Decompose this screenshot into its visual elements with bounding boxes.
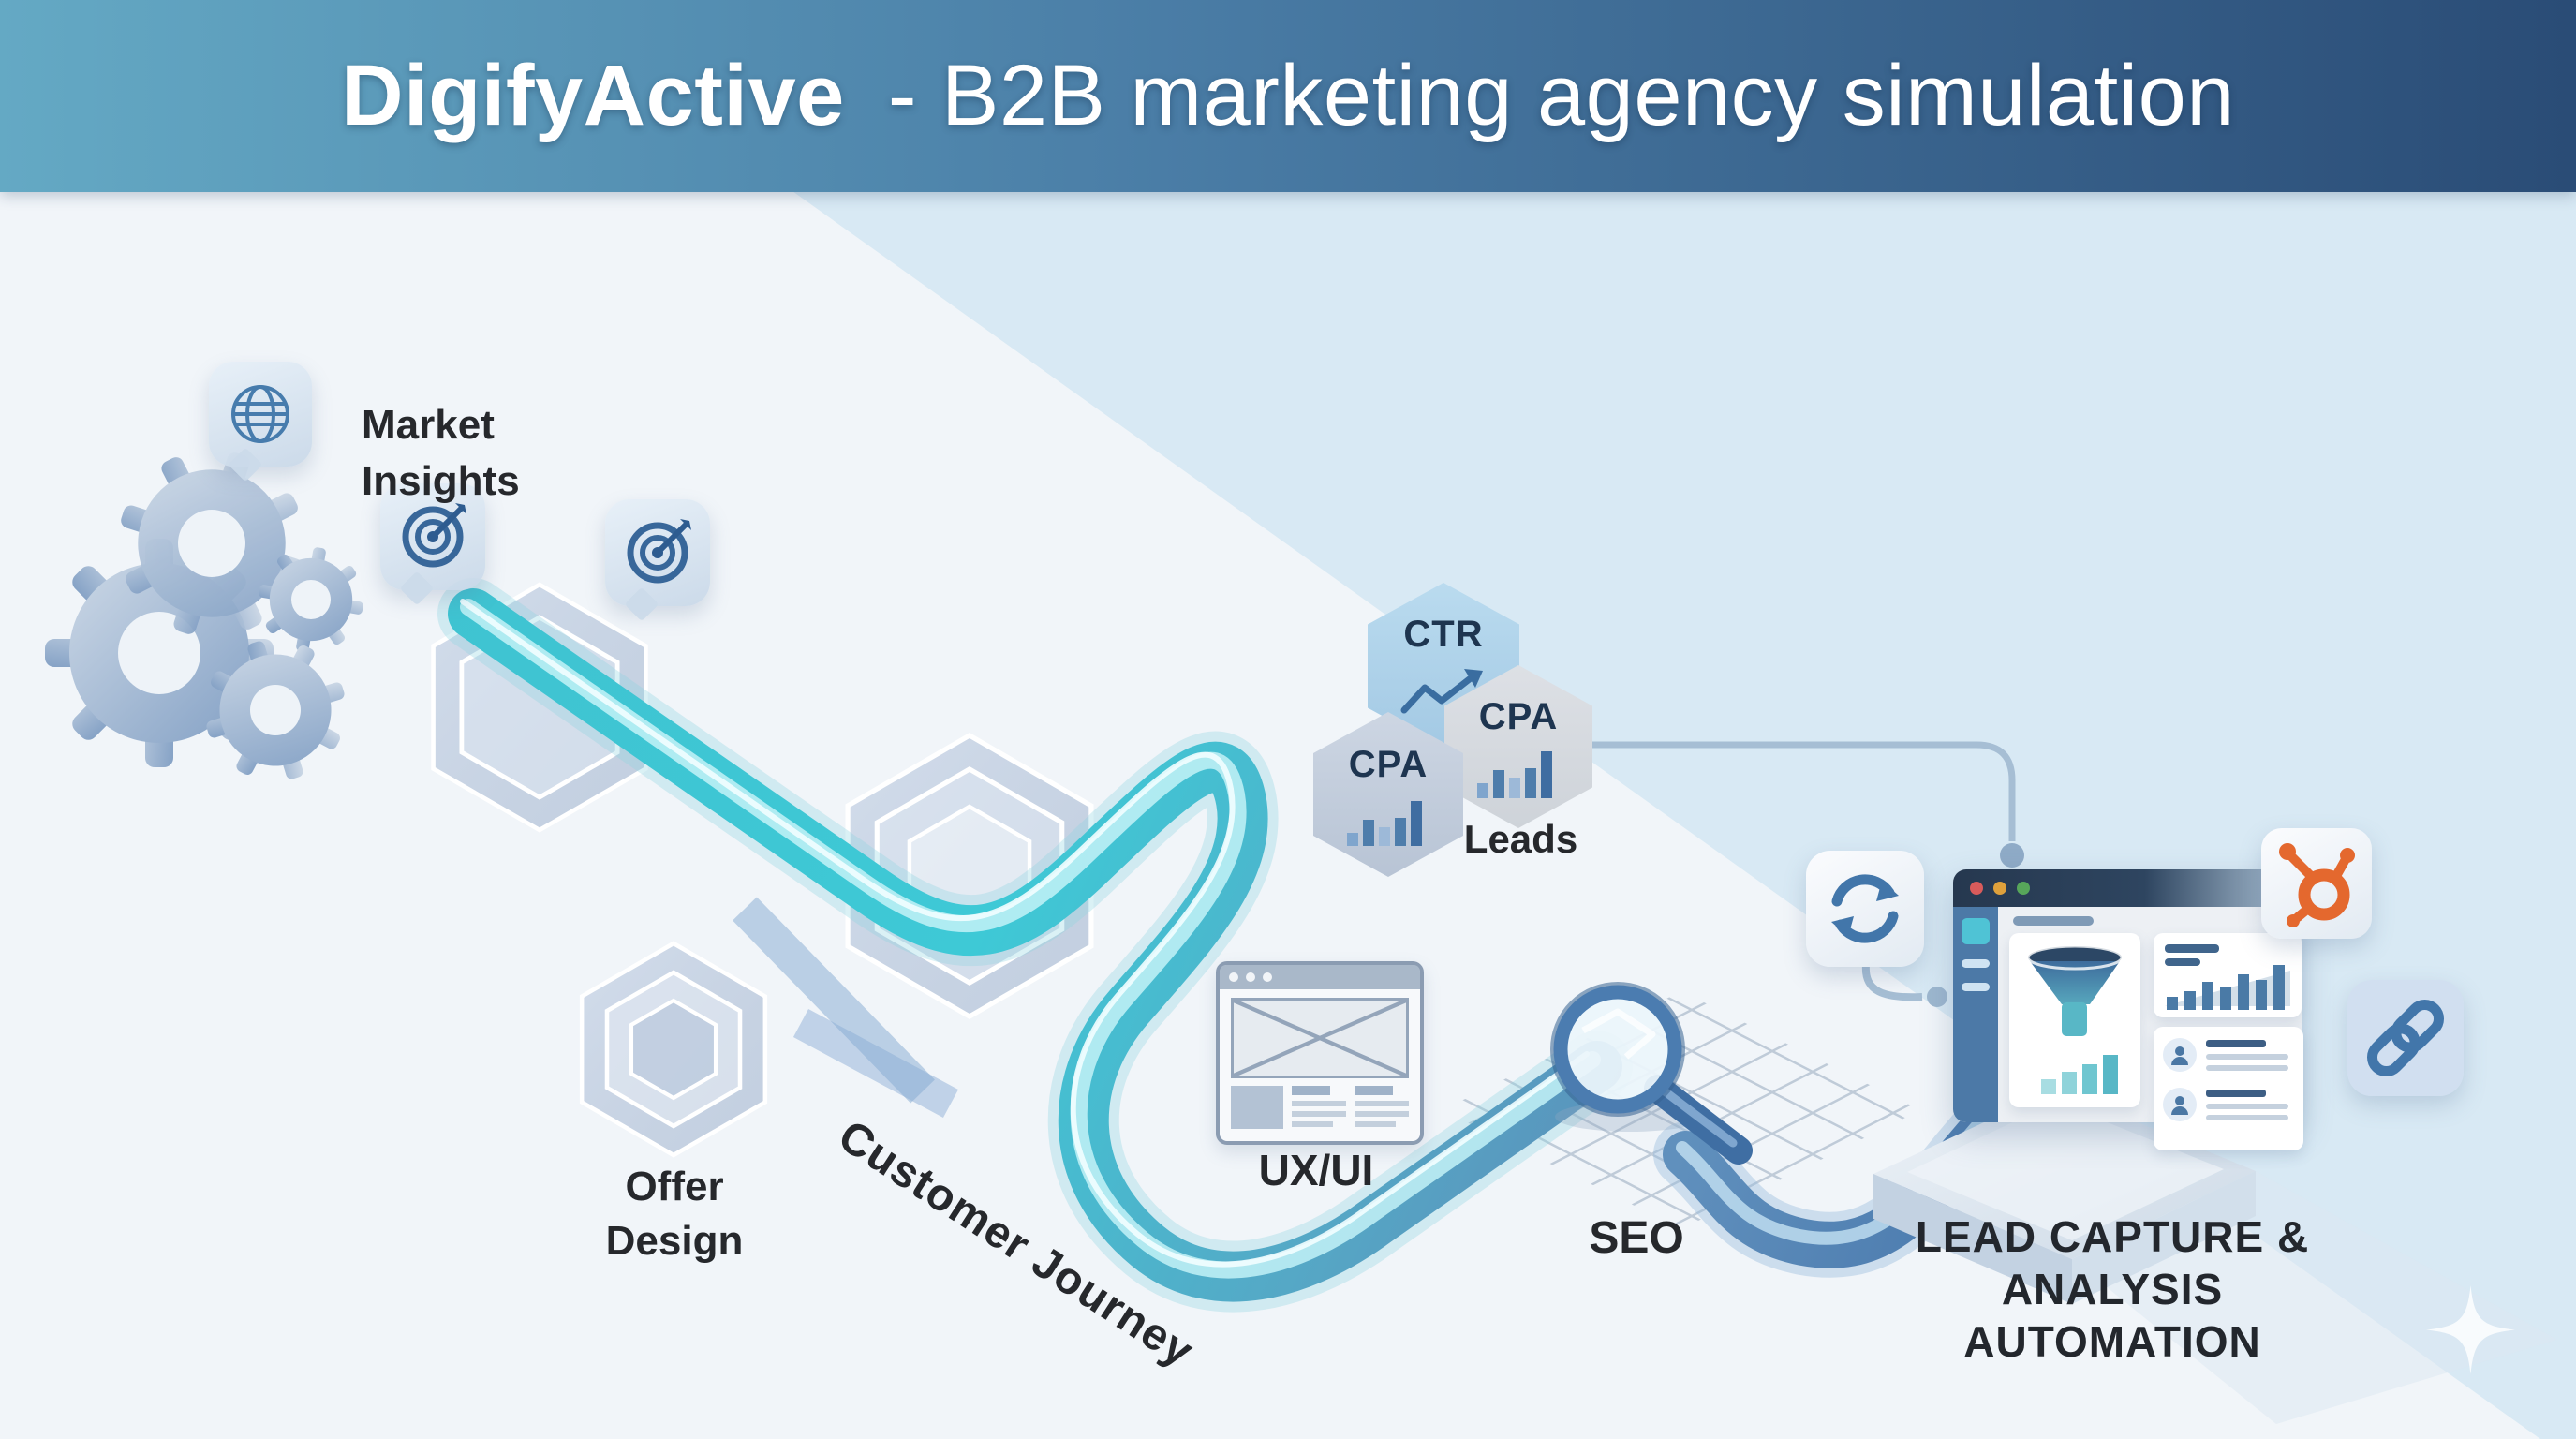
image-placeholder-icon <box>1231 998 1409 1078</box>
platform-slab <box>1873 1089 2557 1424</box>
sidebar-item <box>1962 959 1990 968</box>
contact-lines <box>2206 1038 2294 1076</box>
globe-bubble <box>209 362 312 482</box>
card-subtitle-bar <box>2165 958 2200 966</box>
label-market-insights: Market Insights <box>362 397 520 510</box>
hubspot-sprocket-icon <box>2279 843 2355 927</box>
bar-chart-icon <box>1477 750 1552 798</box>
badge-label: CPA <box>1348 743 1429 785</box>
dashboard-heading-bar <box>2013 916 2094 926</box>
connector-sync-to-dashboard <box>1861 964 1947 1007</box>
dashboard-sidebar <box>1953 907 1998 1122</box>
contact-row <box>2163 1088 2294 1126</box>
sync-icon <box>1831 874 1899 943</box>
magnifier-icon <box>1550 982 1753 1165</box>
wireframe-titlebar <box>1220 965 1420 989</box>
target-bubble-1 <box>380 483 485 606</box>
label-lead-capture: LEAD CAPTURE & ANALYSIS AUTOMATION <box>1878 1210 2347 1368</box>
card-title-bar <box>2165 944 2219 953</box>
avatar <box>2163 1088 2197 1121</box>
badge-cpa-right: CPA <box>1444 665 1592 828</box>
browser-wireframe-icon <box>1216 961 1424 1145</box>
brand-name: DigifyActive <box>341 48 845 143</box>
wireframe-column <box>1292 1086 1346 1132</box>
label-line: Market <box>362 402 495 448</box>
wireframe-block <box>1231 1086 1283 1129</box>
offer-design-hexagon <box>582 943 765 1155</box>
window-dot <box>1246 972 1255 982</box>
hubspot-card <box>2261 828 2372 939</box>
sync-card <box>1806 851 1924 967</box>
sparkle-icon <box>2426 1285 2515 1374</box>
journey-pipe-teal <box>437 578 1633 1313</box>
label-leads: Leads <box>1463 817 1578 861</box>
dashboard-titlebar <box>1953 869 2302 907</box>
analytics-dashboard-icon <box>1953 869 2303 1150</box>
bar-chart-icon <box>2165 965 2290 1010</box>
contact-row <box>2163 1038 2294 1076</box>
funnel-card <box>2009 933 2140 1107</box>
target-icon <box>627 519 691 584</box>
person-icon <box>2171 1096 2188 1115</box>
label-offer-design: Offer Design <box>581 1160 768 1268</box>
contacts-card <box>2154 1027 2303 1150</box>
label-line: Design <box>605 1218 744 1264</box>
window-dot-yellow <box>1993 882 2006 895</box>
label-line: ANALYSIS AUTOMATION <box>1963 1265 2261 1366</box>
wireframe-column <box>1355 1086 1409 1132</box>
window-dot <box>1263 972 1272 982</box>
window-dot-red <box>1970 882 1983 895</box>
label-uxui: UX/UI <box>1258 1146 1374 1194</box>
label-seo: SEO <box>1589 1213 1684 1263</box>
gears-icon <box>45 424 373 807</box>
funnel-icon <box>2026 944 2124 1094</box>
link-card <box>2347 980 2464 1096</box>
label-line: Insights <box>362 458 520 504</box>
connector-cpa-to-dashboard <box>1586 741 2024 868</box>
page-subtitle: - B2B marketing agency simulation <box>887 48 2235 143</box>
label-line: LEAD CAPTURE & <box>1915 1212 2310 1261</box>
globe-icon <box>231 385 289 443</box>
label-line: Offer <box>625 1164 724 1209</box>
target-bubble-2 <box>605 499 710 622</box>
mini-bar-chart-icon <box>2041 1055 2118 1094</box>
avatar <box>2163 1038 2197 1072</box>
line-chart-up-icon <box>1400 668 1483 713</box>
bar-chart-card <box>2154 933 2302 1017</box>
bar-chart-icon <box>1347 800 1422 846</box>
page-title: DigifyActive - B2B marketing agency simu… <box>341 47 2235 145</box>
window-dot-green <box>2017 882 2030 895</box>
flat-ribbon-decoration <box>733 897 959 1118</box>
window-dot <box>1229 972 1238 982</box>
wireframe-content-row <box>1231 1086 1409 1132</box>
badge-label: CTR <box>1403 613 1484 655</box>
contact-lines <box>2206 1088 2294 1126</box>
sidebar-tile <box>1962 918 1990 944</box>
header-banner: DigifyActive - B2B marketing agency simu… <box>0 0 2576 192</box>
badge-label: CPA <box>1478 695 1559 737</box>
person-icon <box>2171 1046 2188 1065</box>
link-chain-icon <box>2366 999 2445 1077</box>
target-icon <box>402 503 466 568</box>
sidebar-item <box>1962 983 1990 991</box>
